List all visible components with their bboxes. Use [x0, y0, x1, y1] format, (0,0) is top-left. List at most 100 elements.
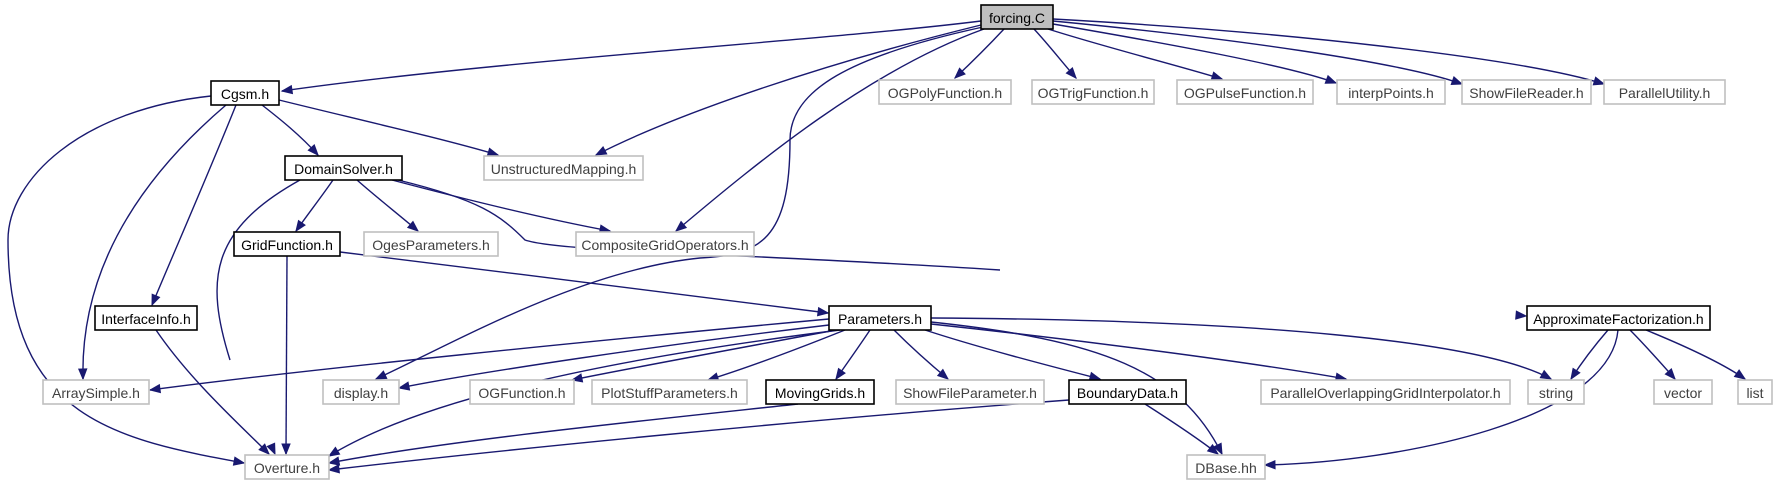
node-box [1527, 379, 1585, 405]
edge-line [216, 179, 301, 361]
edge-cgsm-to-arraysimple [77, 104, 227, 381]
node-parutil: ParallelUtility.h [1603, 79, 1726, 105]
arrowhead-icon [295, 219, 306, 233]
node-label: forcing.C [989, 10, 1045, 26]
arrowhead-icon [148, 383, 162, 394]
edge-forcing-to-display [374, 26, 984, 380]
edge-domain-to-ogespar [356, 179, 420, 232]
node-cgsm[interactable]: Cgsm.h [210, 80, 280, 106]
arrowhead-icon [266, 442, 276, 456]
arrowhead-icon [397, 381, 411, 391]
arrowhead-icon [77, 368, 88, 381]
node-label: OGFunction.h [478, 385, 565, 401]
node-box [244, 454, 330, 480]
node-box [1461, 79, 1592, 105]
edge-line [1052, 20, 1463, 85]
arrowhead-icon [1733, 369, 1747, 380]
node-label: OGPulseFunction.h [1184, 85, 1306, 101]
edge-bdata-to-dbase [1144, 403, 1220, 455]
edge-line [278, 99, 499, 156]
edge-cgsm-to-iface [151, 104, 237, 307]
node-moving[interactable]: MovingGrids.h [765, 379, 875, 405]
node-box [895, 379, 1045, 405]
node-interp: interpPoints.h [1336, 79, 1446, 105]
arrowhead-icon [307, 144, 319, 157]
node-box [483, 155, 644, 181]
edge-line [7, 95, 245, 464]
arrowhead-icon [1570, 367, 1581, 381]
edge-line [339, 251, 829, 314]
edge-line [930, 317, 1552, 380]
edge-forcing-to-interp [1052, 23, 1338, 84]
node-params[interactable]: Parameters.h [828, 305, 932, 331]
arrowhead-icon [954, 67, 966, 79]
node-label: interpPoints.h [1348, 85, 1434, 101]
edge-line [571, 329, 837, 381]
node-label: OgesParameters.h [372, 237, 490, 253]
edge-gridfn-to-overture [281, 255, 291, 456]
node-label: string [1539, 385, 1573, 401]
node-arraysimple: ArraySimple.h [42, 379, 150, 405]
node-forcing[interactable]: forcing.C [980, 4, 1054, 30]
edge-moving-to-overture [327, 403, 799, 466]
edge-line [328, 403, 799, 464]
node-box [469, 379, 575, 405]
node-showparam: ShowFileParameter.h [895, 379, 1045, 405]
edge-params-to-overture [327, 329, 841, 457]
edge-gridfn-to-params [339, 251, 830, 317]
node-label: InterfaceInfo.h [101, 311, 191, 327]
edge-line [397, 179, 1001, 271]
arrowhead-icon [151, 293, 161, 307]
arrowhead-icon [816, 306, 830, 317]
edge-line [285, 255, 288, 455]
node-domain[interactable]: DomainSolver.h [284, 155, 403, 181]
node-label: ArraySimple.h [52, 385, 140, 401]
arrowhead-icon [835, 367, 846, 381]
edge-params-to-showparam [893, 329, 950, 380]
edge-domain-to-overture [216, 179, 301, 456]
edge-line [930, 323, 1347, 380]
edge-line [328, 329, 841, 457]
edge-line [261, 104, 319, 156]
node-gridfn[interactable]: GridFunction.h [233, 231, 341, 257]
node-string: string [1527, 379, 1585, 405]
node-box [980, 4, 1054, 30]
node-box [322, 379, 400, 405]
node-label: ApproximateFactorization.h [1533, 311, 1703, 327]
node-label: ShowFileParameter.h [903, 385, 1037, 401]
arrowhead-icon [281, 443, 291, 456]
edge-forcing-to-ogtrig [1033, 28, 1077, 80]
node-box [878, 79, 1012, 105]
node-label: DomainSolver.h [294, 161, 393, 177]
node-bdata[interactable]: BoundaryData.h [1068, 379, 1187, 405]
edge-line [675, 28, 985, 232]
edge-line [893, 329, 949, 380]
node-label: ParallelUtility.h [1619, 85, 1711, 101]
node-iface[interactable]: InterfaceInfo.h [94, 305, 198, 331]
edge-line [924, 329, 1101, 380]
edge-line [356, 179, 419, 232]
edge-line [149, 318, 830, 391]
node-pogi: ParallelOverlappingGridInterpolator.h [1260, 379, 1511, 405]
edge-forcing-to-cgops [674, 28, 985, 232]
edge-domain-to-cgops [391, 179, 612, 234]
arrowhead-icon [280, 84, 294, 95]
node-showreader: ShowFileReader.h [1461, 79, 1592, 105]
edge-line [930, 321, 1223, 455]
node-label: ParallelOverlappingGridInterpolator.h [1270, 385, 1500, 401]
node-cgops: CompositeGridOperators.h [575, 231, 755, 257]
node-box [1737, 379, 1773, 405]
arrowhead-icon [1263, 460, 1276, 470]
edge-bdata-to-overture [327, 399, 1070, 474]
node-approx[interactable]: ApproximateFactorization.h [1526, 305, 1711, 331]
arrowhead-icon [1664, 367, 1676, 381]
edge-line [155, 329, 270, 455]
node-label: display.h [334, 385, 388, 401]
edge-line [328, 399, 1070, 471]
node-box [1653, 379, 1713, 405]
arrowhead-icon [1539, 369, 1553, 380]
node-label: DBase.hh [1195, 460, 1256, 476]
node-box [363, 231, 499, 257]
edge-line [375, 26, 984, 380]
